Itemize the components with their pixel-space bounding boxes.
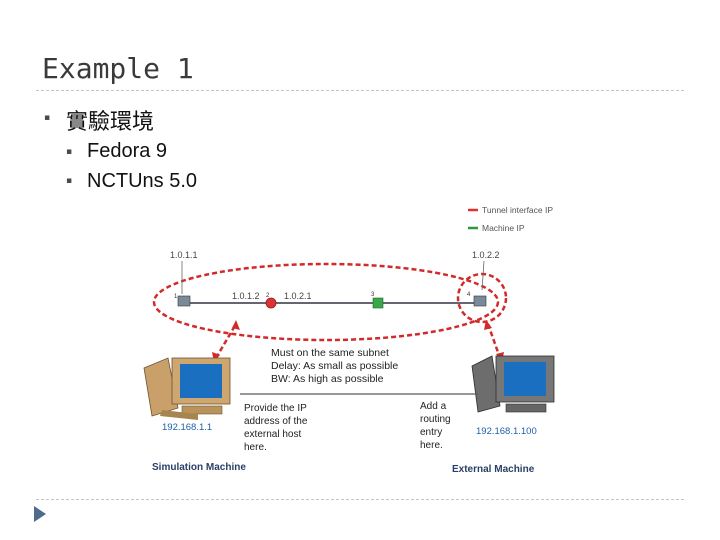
simulation-machine-icon — [143, 357, 231, 420]
arrow-right-head-top — [484, 320, 492, 330]
node-id-4: 4 — [467, 292, 471, 298]
network-diagram: Tunnel interface IP Machine IP 1.0.1.1 1… — [143, 205, 555, 475]
subnet-ellipse — [152, 262, 500, 342]
switch-icon — [372, 297, 384, 309]
host-node-icon — [177, 295, 191, 307]
slide-title: Example 1 — [42, 52, 194, 85]
ip-right-leader — [481, 260, 485, 291]
arrow-left-head-top — [232, 320, 240, 330]
ip-left-node: 1.0.1.1 — [170, 250, 198, 260]
external-node-circle — [456, 272, 508, 324]
ip-link-left: 1.0.1.2 — [232, 291, 260, 301]
subnet-note-line-2: Delay: As small as possible — [271, 360, 398, 372]
bullet-icon: ▪ — [66, 176, 73, 186]
routing-note-line-4: here. — [420, 440, 443, 451]
bullet-environment: 實驗環境 — [66, 110, 155, 135]
ip-link-right: 1.0.2.1 — [284, 291, 312, 301]
node-id-1: 1 — [174, 294, 178, 300]
simulation-machine-label: Simulation Machine — [152, 462, 246, 473]
provide-note-line-3: external host — [244, 429, 301, 440]
bullet-icon: ▪ — [66, 147, 73, 157]
arrow-right — [486, 323, 502, 359]
legend-tunnel-label: Tunnel interface IP — [482, 205, 553, 215]
external-machine-icon — [471, 355, 555, 413]
footer-divider — [36, 499, 684, 500]
routing-note-line-2: routing — [420, 414, 451, 425]
arrow-left — [214, 323, 238, 359]
provide-note-line-1: Provide the IP — [244, 403, 307, 414]
provide-note-line-4: here. — [244, 442, 267, 453]
bullet-fedora: Fedora 9 — [87, 140, 168, 162]
ip-right-node: 1.0.2.2 — [472, 250, 500, 260]
bullet-icon: ▪ — [44, 113, 51, 123]
router-icon — [265, 297, 277, 309]
simulation-machine-ip: 192.168.1.1 — [162, 422, 212, 433]
bullet-nctuns: NCTUns 5.0 — [87, 170, 198, 192]
external-machine-label: External Machine — [452, 464, 535, 475]
external-host-node-icon — [473, 295, 487, 307]
node-id-2: 2 — [266, 293, 270, 299]
routing-note-line-3: entry — [420, 427, 442, 438]
external-machine-ip: 192.168.1.100 — [476, 426, 537, 437]
routing-note-line-1: Add a — [420, 401, 447, 412]
subnet-note-line-1: Must on the same subnet — [271, 347, 389, 359]
slide-nav-arrow-icon[interactable] — [34, 506, 46, 522]
provide-note-line-2: address of the — [244, 416, 308, 427]
legend-machine-label: Machine IP — [482, 223, 525, 233]
title-divider — [36, 90, 684, 91]
subnet-note-line-3: BW: As high as possible — [271, 373, 384, 385]
node-id-3: 3 — [371, 292, 375, 298]
